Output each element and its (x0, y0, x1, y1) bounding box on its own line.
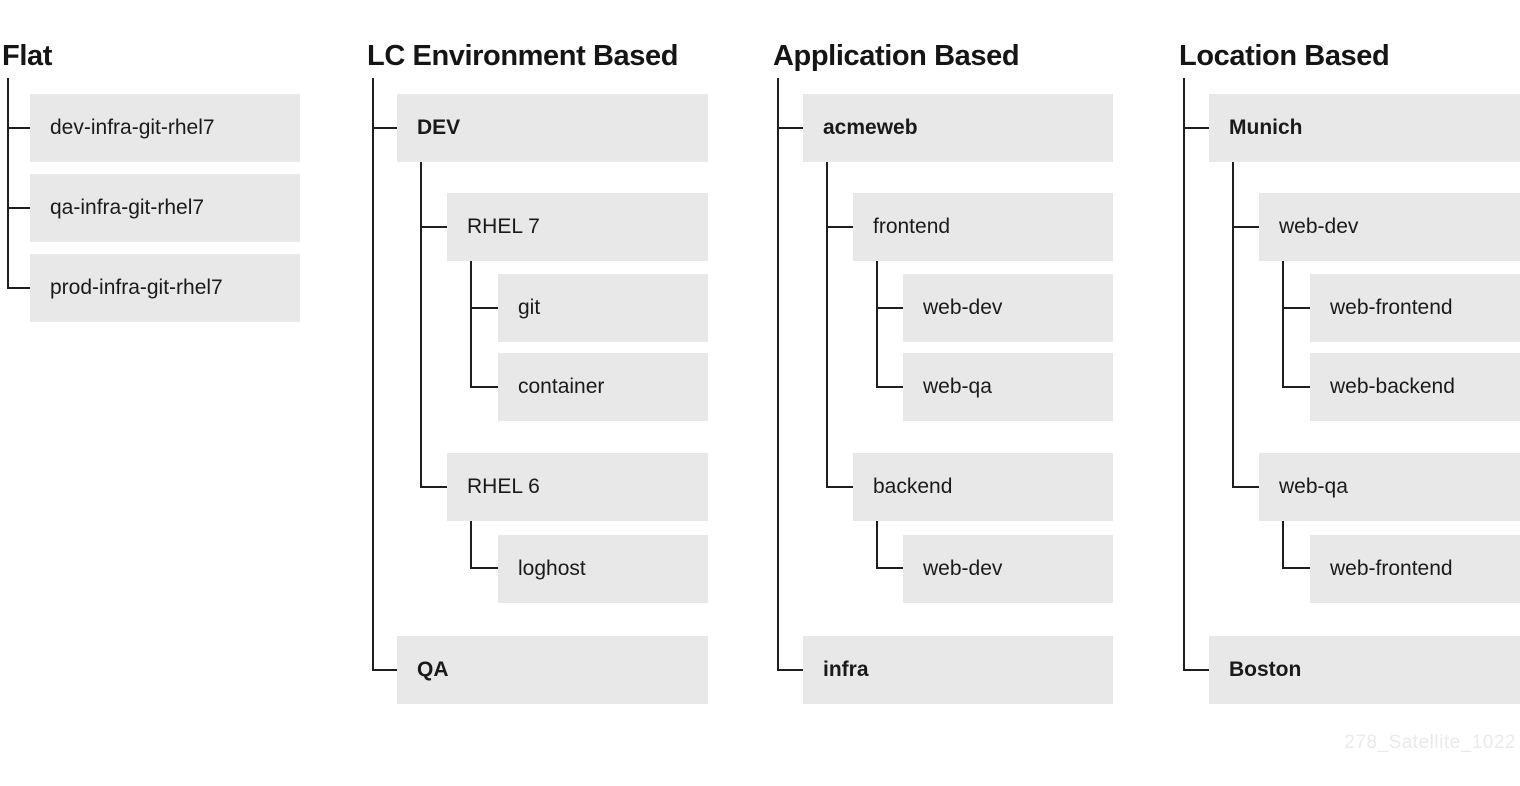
node-flat-dev-infra-git-rhel7: dev-infra-git-rhel7 (30, 94, 300, 162)
node-app-acmeweb: acmeweb (803, 94, 1113, 162)
connector-branch (372, 127, 397, 129)
connector-branch (876, 307, 903, 309)
connector-trunk (1282, 521, 1284, 569)
connector-trunk (470, 261, 472, 388)
connector-trunk (470, 521, 472, 569)
tree-title-lc-environment: LC Environment Based (367, 40, 679, 72)
connector-branch (372, 669, 397, 671)
node-lc-rhel6: RHEL 6 (447, 453, 708, 521)
connector-branch (470, 386, 498, 388)
connector-branch (1232, 226, 1259, 228)
connector-trunk (1282, 261, 1284, 388)
connector-trunk (420, 162, 422, 488)
node-loc-web-qa-web-frontend: web-frontend (1310, 535, 1520, 603)
connector-branch (876, 386, 903, 388)
node-lc-rhel7: RHEL 7 (447, 193, 708, 261)
connector-trunk (826, 162, 828, 488)
node-lc-loghost: loghost (498, 535, 708, 603)
connector-trunk (372, 78, 374, 670)
connector-trunk (1183, 78, 1185, 670)
node-loc-web-dev: web-dev (1259, 193, 1520, 261)
node-loc-boston: Boston (1209, 636, 1520, 704)
node-app-frontend: frontend (853, 193, 1113, 261)
node-app-frontend-web-qa: web-qa (903, 353, 1113, 421)
node-app-backend-web-dev: web-dev (903, 535, 1113, 603)
node-loc-web-dev-web-frontend: web-frontend (1310, 274, 1520, 342)
node-lc-git: git (498, 274, 708, 342)
tree-title-location: Location Based (1179, 40, 1390, 72)
connector-branch (826, 486, 853, 488)
connector-trunk (1232, 162, 1234, 488)
tree-title-application: Application Based (773, 40, 1020, 72)
connector-branch (826, 226, 853, 228)
connector-branch (420, 486, 447, 488)
connector-branch (1232, 486, 1259, 488)
connector-branch (470, 567, 498, 569)
node-app-infra: infra (803, 636, 1113, 704)
connector-branch (1183, 127, 1209, 129)
connector-branch (1282, 567, 1310, 569)
connector-trunk (777, 78, 779, 670)
node-app-backend: backend (853, 453, 1113, 521)
connector-branch (1183, 669, 1209, 671)
connector-branch (1282, 307, 1310, 309)
watermark-text: 278_Satellite_1022 (1344, 732, 1516, 753)
connector-branch (876, 567, 903, 569)
connector-trunk (876, 521, 878, 569)
node-flat-qa-infra-git-rhel7: qa-infra-git-rhel7 (30, 174, 300, 242)
connector-branch (1282, 386, 1310, 388)
connector-trunk (7, 78, 9, 289)
connector-branch (777, 127, 803, 129)
tree-title-flat: Flat (2, 40, 52, 72)
node-lc-container: container (498, 353, 708, 421)
node-lc-dev: DEV (397, 94, 708, 162)
connector-branch (7, 207, 30, 209)
connector-branch (470, 307, 498, 309)
node-app-frontend-web-dev: web-dev (903, 274, 1113, 342)
node-lc-qa: QA (397, 636, 708, 704)
connector-branch (7, 287, 30, 289)
connector-branch (7, 127, 30, 129)
node-loc-web-qa: web-qa (1259, 453, 1520, 521)
connector-trunk (876, 261, 878, 388)
node-loc-munich: Munich (1209, 94, 1520, 162)
node-flat-prod-infra-git-rhel7: prod-infra-git-rhel7 (30, 254, 300, 322)
node-loc-web-dev-web-backend: web-backend (1310, 353, 1520, 421)
connector-branch (777, 669, 803, 671)
connector-branch (420, 226, 447, 228)
